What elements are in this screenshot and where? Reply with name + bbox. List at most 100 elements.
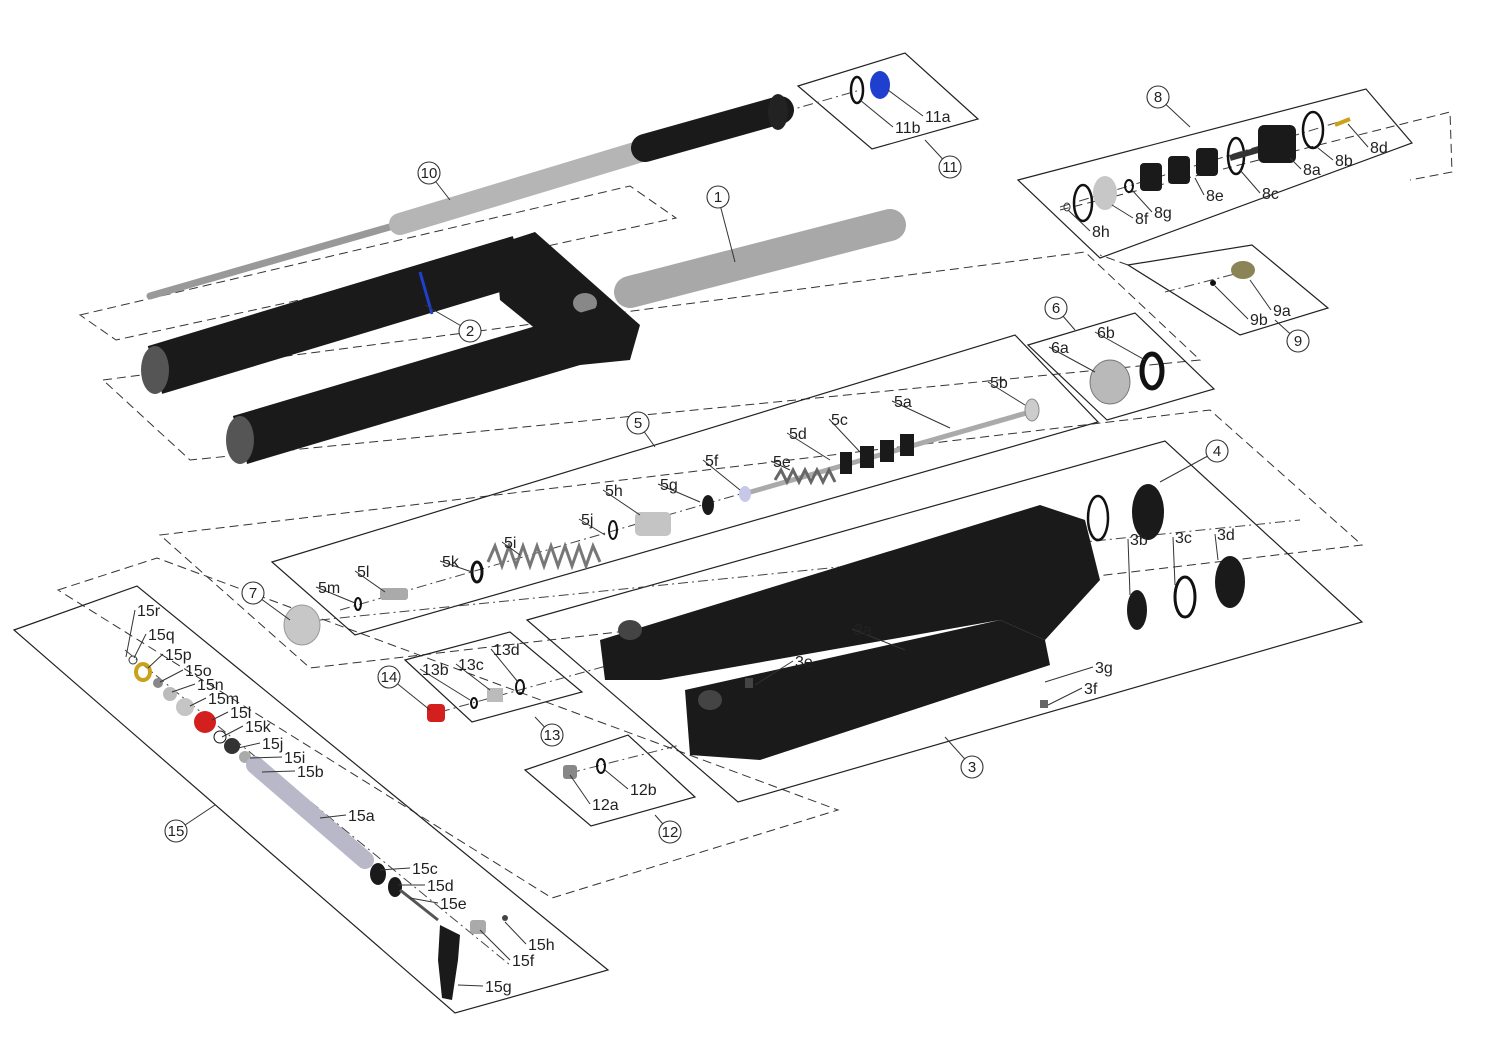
leader-line [159, 669, 184, 683]
part-label-9b: 9b [1250, 312, 1268, 329]
part-label-13d: 13d [493, 642, 520, 659]
leader-line [859, 99, 894, 128]
leader-line [602, 489, 641, 516]
callout-circle [626, 411, 650, 435]
frame-11 [796, 52, 980, 150]
assembly-callout-4: 4 [1205, 439, 1229, 463]
leader-line [1127, 538, 1131, 596]
part-label-5l: 5l [357, 564, 369, 581]
assembly-number: 4 [1213, 443, 1221, 460]
part-label-8a: 8a [1303, 162, 1321, 179]
leader-line [702, 459, 741, 491]
leader-line [1047, 687, 1083, 706]
part-label-5c: 5c [831, 412, 848, 429]
assembly-number: 7 [249, 585, 257, 602]
assembly-number: 6 [1052, 300, 1060, 317]
leader-line [133, 633, 147, 659]
leader-line [249, 756, 283, 759]
leader-line [1131, 189, 1153, 213]
callout-circle [706, 185, 730, 209]
part-label-15k: 15k [245, 719, 272, 736]
leader-line [409, 897, 439, 904]
part-label-15c: 15c [412, 861, 438, 878]
part-label-15a: 15a [348, 808, 375, 825]
leader-line [1214, 285, 1249, 320]
part-label-5i: 5i [504, 535, 516, 552]
part-label-3g: 3g [1095, 660, 1113, 677]
leader-line [604, 769, 629, 790]
part-15-axle [128, 655, 508, 1000]
leader-line [1094, 331, 1146, 361]
part-6-seal-head [1089, 351, 1165, 405]
part-label-15m: 15m [208, 691, 239, 708]
part-12-nut [563, 758, 606, 779]
leader-line [189, 697, 207, 707]
part-14-red-knob [427, 704, 445, 722]
part-10-damper-cartridge [146, 94, 794, 300]
leader-line [315, 586, 356, 604]
part-label-3d: 3d [1217, 527, 1235, 544]
leader-line [1317, 147, 1334, 161]
assembly-callout-7: 7 [241, 581, 265, 605]
assembly-number: 8 [1154, 89, 1162, 106]
part-label-13c: 13c [458, 657, 484, 674]
callout-circle [658, 820, 682, 844]
frame-8 [1016, 88, 1414, 259]
part-label-15n: 15n [197, 677, 224, 694]
part-label-9a: 9a [1273, 303, 1291, 320]
part-label-15e: 15e [440, 896, 467, 913]
assembly-number: 1 [714, 189, 722, 206]
callout-circle [1286, 329, 1310, 353]
assembly-callout-12: 12 [658, 820, 682, 844]
leader-line [1172, 536, 1176, 586]
part-label-15l: 15l [230, 705, 251, 722]
part-label-6b: 6b [1097, 325, 1115, 342]
leader-line [770, 460, 791, 471]
leader-line [1239, 169, 1261, 194]
leader-line [1111, 204, 1134, 219]
assembly-number: 10 [421, 165, 438, 182]
frame-12 [523, 734, 697, 827]
part-label-5h: 5h [605, 483, 623, 500]
assembly-number: 15 [168, 823, 185, 840]
callout-circle [377, 665, 401, 689]
callout-circle [540, 723, 564, 747]
leader-line [1044, 666, 1094, 683]
leader-line [786, 432, 831, 461]
leader-line [1347, 123, 1369, 148]
part-label-8b: 8b [1335, 153, 1353, 170]
leader-line [578, 518, 606, 536]
leader-line [1194, 177, 1205, 196]
part-label-5m: 5m [318, 580, 340, 597]
assembly-callout-15: 15 [164, 819, 188, 843]
part-label-15j: 15j [262, 736, 283, 753]
part-label-15g: 15g [485, 979, 512, 996]
part-label-6a: 6a [1051, 340, 1069, 357]
part-label-5k: 5k [442, 554, 460, 571]
part-label-5e: 5e [773, 454, 791, 471]
leader-lines [125, 89, 1369, 987]
part-label-3c: 3c [1175, 530, 1192, 547]
callout-circle [960, 755, 984, 779]
frame-15 [12, 585, 610, 1014]
leader-line [504, 921, 527, 945]
part-label-15f: 15f [512, 953, 535, 970]
part-label-5j: 5j [581, 512, 593, 529]
leader-line [1249, 279, 1272, 311]
frame-5 [270, 334, 1100, 636]
callout-circle [1044, 296, 1068, 320]
part-label-5d: 5d [789, 426, 807, 443]
part-label-15q: 15q [148, 627, 175, 644]
leader-line [419, 668, 471, 701]
leader-line [1048, 346, 1096, 373]
callout-circle [417, 161, 441, 185]
part-label-5f: 5f [705, 453, 719, 470]
leader-line [221, 725, 244, 738]
part-label-5a: 5a [894, 394, 912, 411]
part-label-3b: 3b [1130, 532, 1148, 549]
leader-line [125, 609, 136, 658]
part-label-8g: 8g [1154, 205, 1172, 222]
part-label-11b: 11b [895, 120, 921, 137]
